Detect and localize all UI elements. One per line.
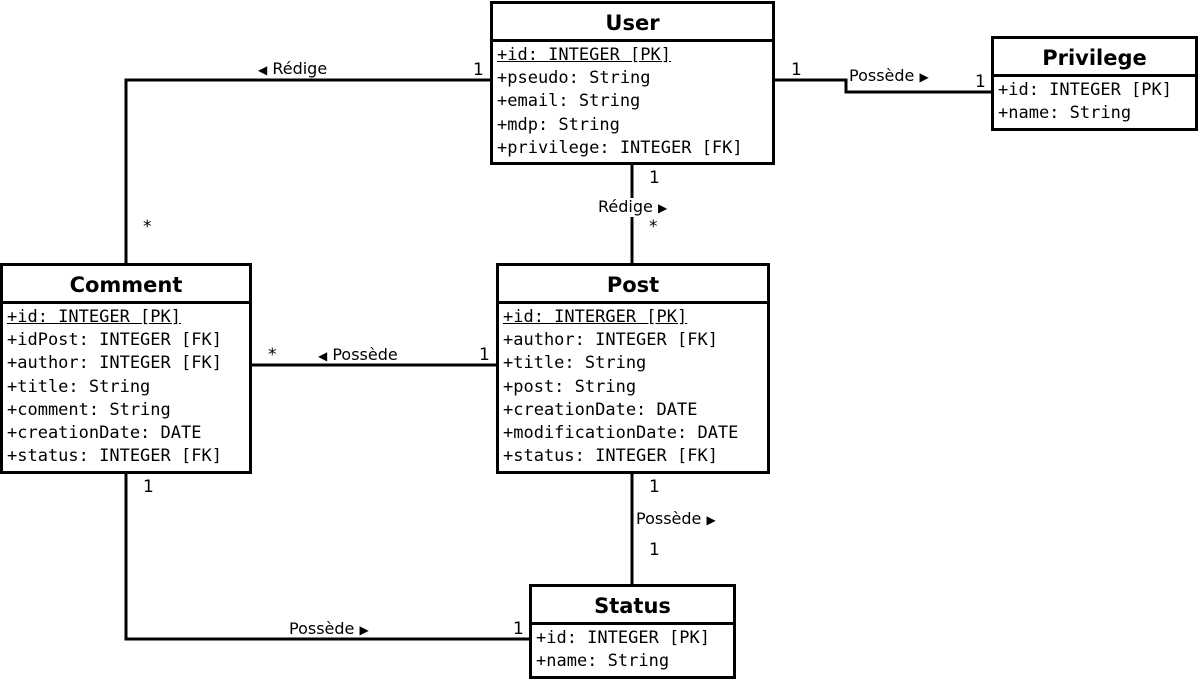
attribute-email: +email: String — [497, 91, 641, 112]
relation-label-user-post: Rédige ▶ — [598, 197, 668, 217]
multiplicity: 1 — [513, 619, 524, 639]
multiplicity: 1 — [649, 540, 660, 560]
attribute-modificationdate: +modificationDate: DATE — [503, 423, 739, 444]
multiplicity: * — [649, 217, 658, 237]
entity-post[interactable]: Post +id: INTERGER [PK] +author: INTEGER… — [496, 263, 770, 474]
attribute-title: +title: String — [503, 353, 647, 374]
arrow-right-icon: ▶ — [359, 623, 369, 637]
attribute-privilege: +privilege: INTEGER [FK] — [497, 137, 743, 158]
multiplicity: 1 — [791, 60, 802, 80]
entity-title: Status — [532, 587, 733, 625]
arrow-left-icon: ◀ — [318, 349, 328, 363]
entity-title: Comment — [3, 266, 249, 304]
relation-label-post-status: Possède ▶ — [636, 509, 716, 528]
attribute-mdp: +mdp: String — [497, 114, 620, 135]
relation-label-post-comment: ◀ Possède — [318, 345, 398, 364]
entity-title: Privilege — [994, 39, 1195, 77]
arrow-right-icon: ▶ — [706, 513, 716, 527]
attribute-author: +author: INTEGER [FK] — [503, 330, 718, 351]
arrow-right-icon: ▶ — [657, 201, 668, 215]
entity-title: Post — [499, 266, 767, 304]
attribute-author: +author: INTEGER [FK] — [7, 353, 222, 374]
attribute-id: +id: INTEGER [PK] — [536, 628, 710, 648]
attribute-title: +title: String — [7, 376, 151, 397]
attribute-pseudo: +pseudo: String — [497, 68, 651, 89]
line-comment-user — [124, 78, 491, 264]
attribute-id: +id: INTEGER [PK] — [7, 307, 181, 327]
multiplicity: 1 — [143, 477, 154, 497]
line-comment-status — [124, 473, 530, 641]
attribute-post: +post: String — [503, 376, 637, 397]
entity-comment[interactable]: Comment +id: INTEGER [PK] +idPost: INTEG… — [0, 263, 252, 474]
multiplicity: 1 — [649, 168, 660, 188]
relation-label-comment-status: Possède ▶ — [289, 619, 369, 638]
attribute-name: +name: String — [998, 103, 1132, 124]
multiplicity: 1 — [473, 60, 484, 80]
attribute-idpost: +idPost: INTEGER [FK] — [7, 330, 222, 351]
relation-label-comment-user: ◀ Rédige — [258, 59, 328, 78]
attribute-id: +id: INTERGER [PK] — [503, 307, 688, 327]
entity-status[interactable]: Status +id: INTEGER [PK] +name: String — [529, 584, 736, 679]
multiplicity: * — [268, 345, 277, 365]
attribute-name: +name: String — [536, 651, 670, 672]
multiplicity: * — [143, 217, 152, 237]
attribute-id: +id: INTEGER [PK] — [497, 45, 671, 65]
arrow-left-icon: ◀ — [258, 63, 268, 77]
multiplicity: 1 — [975, 72, 986, 92]
attribute-status: +status: INTEGER [FK] — [7, 446, 222, 467]
entity-user[interactable]: User +id: INTEGER [PK] +pseudo: String +… — [490, 1, 775, 165]
relation-label-user-privilege: Possède ▶ — [849, 66, 929, 85]
attribute-creationdate: +creationDate: DATE — [7, 423, 202, 444]
attribute-comment: +comment: String — [7, 399, 171, 420]
attribute-creationdate: +creationDate: DATE — [503, 399, 698, 420]
line-user-privilege — [774, 78, 992, 94]
attribute-status: +status: INTEGER [FK] — [503, 446, 718, 467]
arrow-right-icon: ▶ — [919, 70, 929, 84]
multiplicity: 1 — [649, 477, 660, 497]
multiplicity: 1 — [479, 345, 490, 365]
entity-title: User — [493, 4, 772, 42]
attribute-id: +id: INTEGER [PK] — [998, 80, 1172, 100]
entity-privilege[interactable]: Privilege +id: INTEGER [PK] +name: Strin… — [991, 36, 1198, 131]
